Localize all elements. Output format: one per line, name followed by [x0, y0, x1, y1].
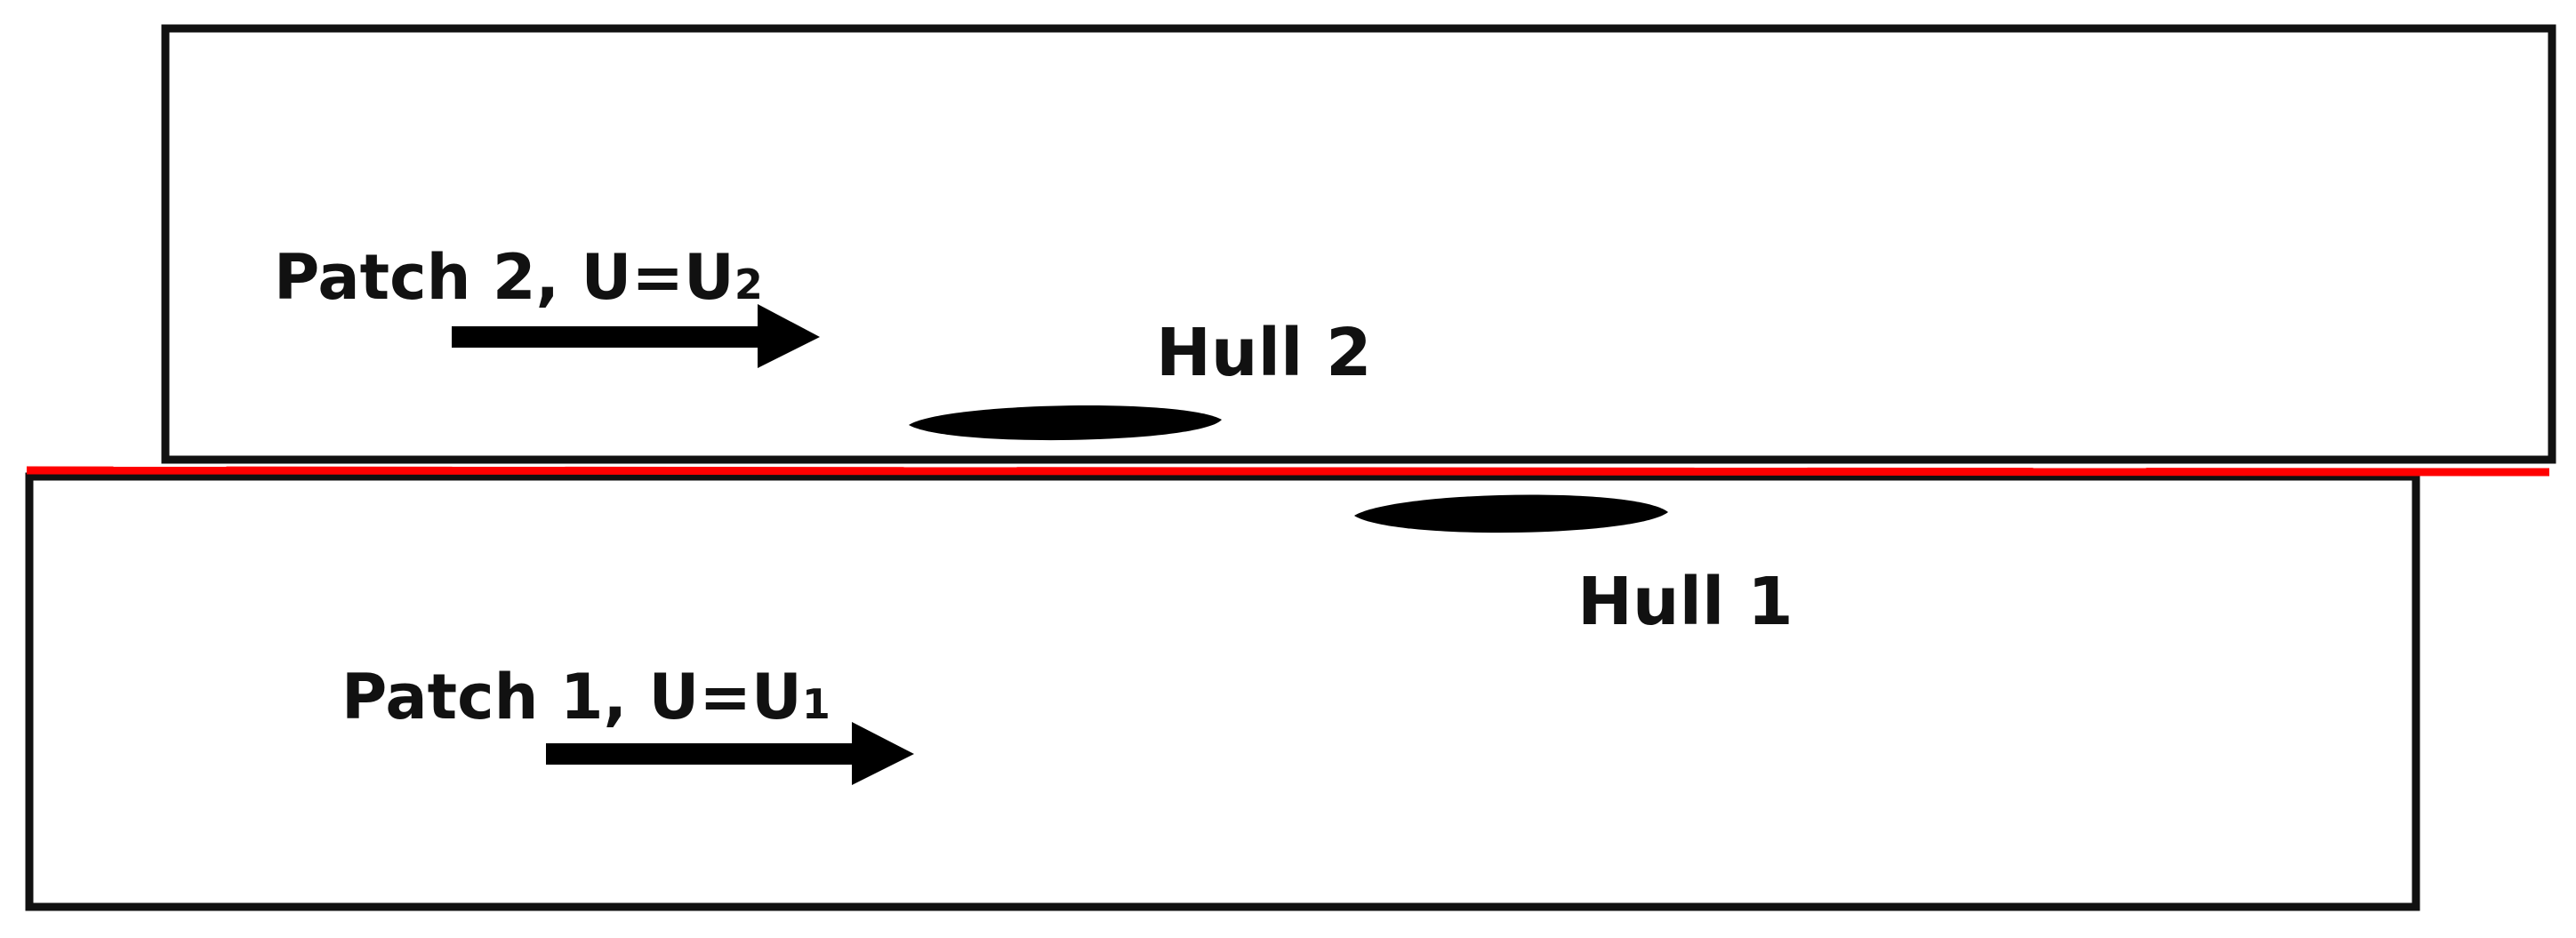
hull-1-shape [1354, 494, 1668, 533]
patch-2-flow-arrow-icon [452, 304, 820, 368]
patch-1-label: Patch 1, U=U1 [341, 661, 831, 734]
patch-1-box [25, 472, 2420, 911]
hull-2-label: Hull 2 [1156, 315, 1372, 391]
patch-1-arrow-shaft [546, 743, 857, 765]
patch-2-arrow-head [758, 304, 820, 368]
patch-interface-line [26, 466, 2550, 477]
patch-2-subscript: 2 [734, 261, 763, 309]
hull-2-shape [909, 405, 1222, 441]
hull-1-label: Hull 1 [1577, 564, 1794, 640]
patch-1-subscript: 1 [802, 680, 831, 728]
patch-1-flow-arrow-icon [546, 722, 914, 785]
patch-2-arrow-shaft [452, 326, 763, 348]
patch-2-box [161, 24, 2556, 464]
patch-2-label: Patch 2, U=U2 [274, 241, 763, 314]
patch-1-arrow-head [852, 722, 914, 785]
